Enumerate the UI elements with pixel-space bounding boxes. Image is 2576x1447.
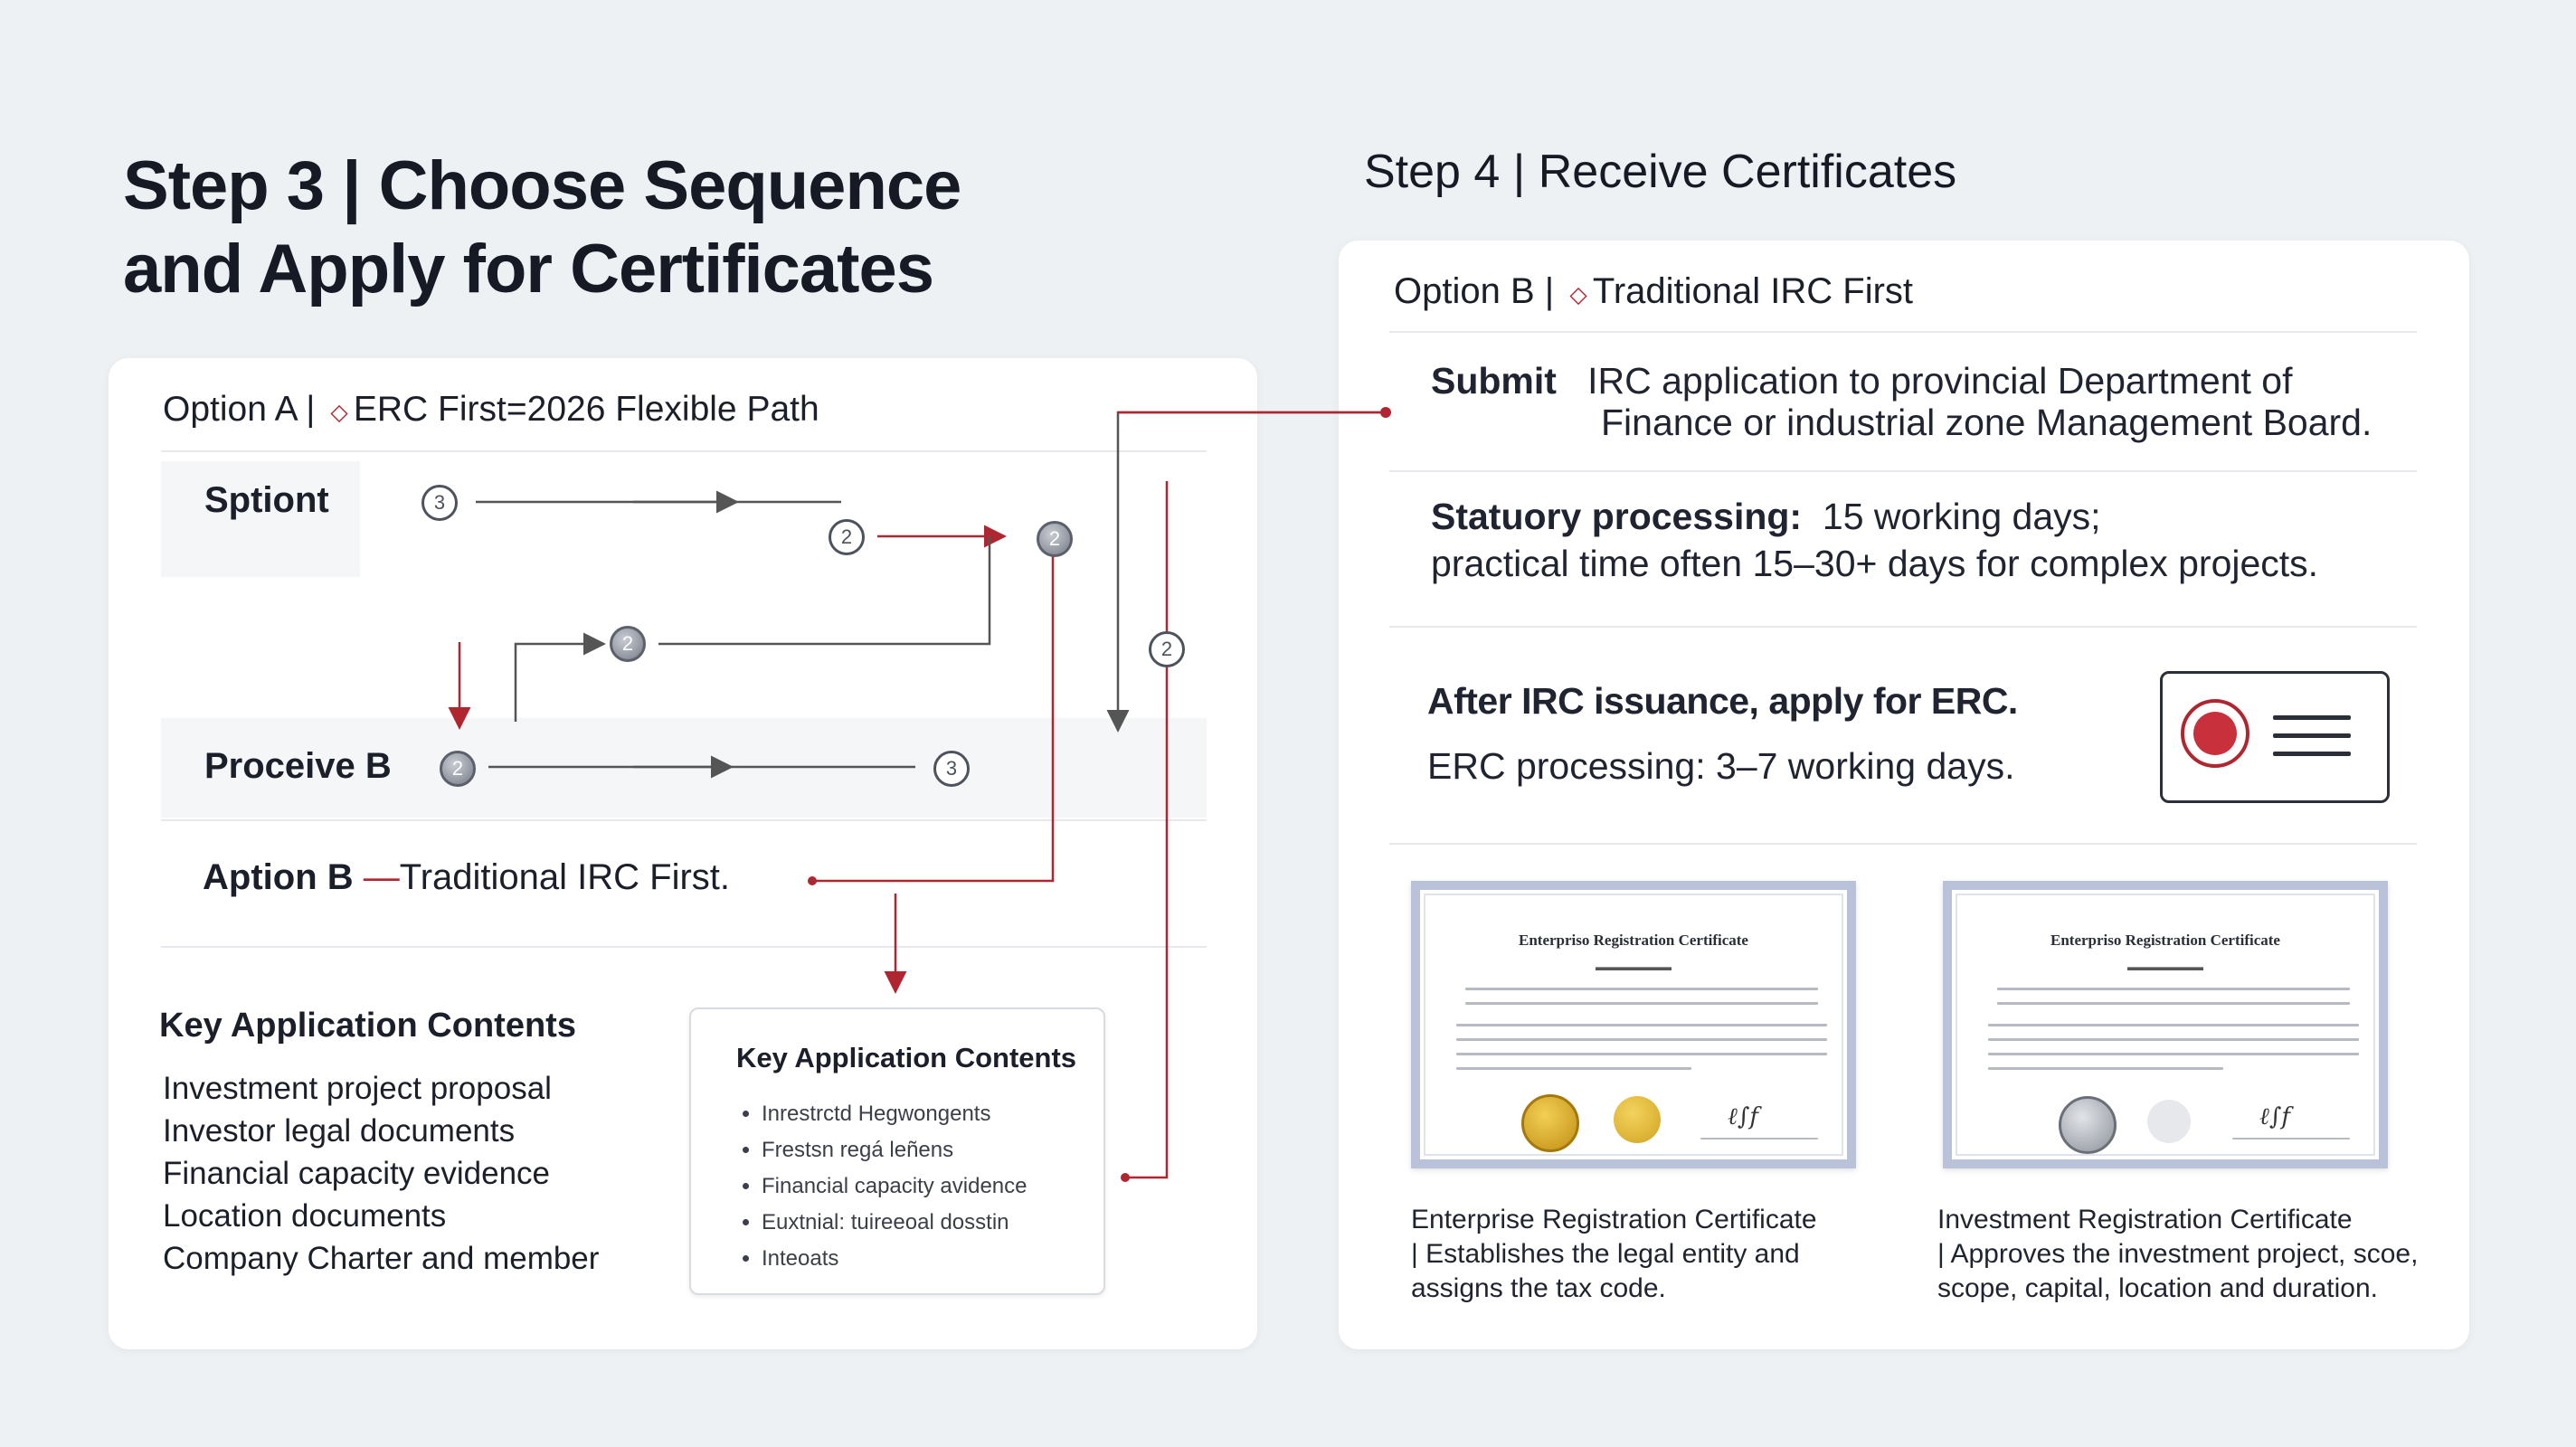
seal-icon xyxy=(2181,699,2249,768)
list-item: Investor legal documents xyxy=(163,1113,516,1149)
step-node: 2 xyxy=(1149,631,1185,667)
step-node: 2 xyxy=(610,626,646,662)
card-list: Inrestrctd Hegwongents Frestsn regá leñe… xyxy=(734,1096,1028,1277)
gold-seal-icon xyxy=(1521,1094,1579,1152)
list-item: Inrestrctd Hegwongents xyxy=(762,1096,1028,1132)
stamped-document-icon xyxy=(2160,671,2390,803)
step-node: 2 xyxy=(440,751,476,787)
option-a-heading: Option A | ⬦ERC First=2026 Flexible Path xyxy=(163,390,819,429)
key-contents-card: Key Application Contents Inrestrctd Hegw… xyxy=(689,1007,1105,1295)
key-contents-list: Investment project proposal Investor leg… xyxy=(163,1067,599,1280)
option-b-heading: Option B | ⬦Traditional IRC First xyxy=(1394,271,1914,311)
divider xyxy=(1389,470,2417,472)
seal-icon xyxy=(2147,1100,2191,1143)
step-node: 3 xyxy=(421,485,458,521)
flow-line-red xyxy=(812,554,1055,883)
signature-icon: ℓ∫f xyxy=(2259,1103,2290,1130)
list-item: Company Charter and member xyxy=(163,1241,600,1276)
list-item: Frestsn regá leñens xyxy=(762,1132,1028,1168)
flow-arrow xyxy=(514,632,606,722)
divider xyxy=(161,450,1207,452)
list-item: Financial capacity evidence xyxy=(163,1156,551,1191)
flow-dot xyxy=(1121,1173,1130,1182)
submit-text: Submit IRC application to provincial Dep… xyxy=(1431,360,2293,402)
flow-dot xyxy=(1380,407,1391,418)
flow-line xyxy=(658,536,991,646)
list-item: Investment project proposal xyxy=(163,1071,552,1106)
gold-seal-icon xyxy=(1614,1096,1661,1143)
flow-dot xyxy=(808,876,817,885)
erc-processing-text: ERC processing: 3–7 working days. xyxy=(1427,745,2015,787)
row1-box xyxy=(161,461,360,577)
enterprise-certificate-image: Enterpriso Registration Certificate ▬▬▬▬… xyxy=(1411,881,1856,1168)
list-item: Location documents xyxy=(163,1198,447,1234)
after-irc-text: After IRC issuance, apply for ERC. xyxy=(1427,680,2018,722)
divider xyxy=(1389,843,2417,845)
statutory-text: Statuory processing: 15 working days; xyxy=(1431,496,2101,537)
step3-title: Step 3 | Choose Sequence and Apply for C… xyxy=(123,147,961,307)
step4-title: Step 4 | Receive Certificates xyxy=(1364,146,1957,198)
row1-label: Sptiont xyxy=(204,480,329,520)
diamond-icon: ⬦ xyxy=(330,398,348,426)
list-item: Inteoats xyxy=(762,1241,1028,1277)
statutory-text-line2: practical time often 15–30+ days for com… xyxy=(1431,543,2319,584)
certificate-title: Enterpriso Registration Certificate xyxy=(1519,932,1748,949)
investment-certificate-image: Enterpriso Registration Certificate ▬▬▬▬… xyxy=(1943,881,2388,1168)
silver-seal-icon xyxy=(2059,1096,2117,1154)
signature-icon: ℓ∫f xyxy=(1728,1103,1758,1130)
option-b-line: Aption B —Traditional IRC First. xyxy=(203,857,731,897)
key-contents-title: Key Application Contents xyxy=(159,1007,576,1045)
list-item: Financial capacity avidence xyxy=(762,1168,1028,1205)
divider xyxy=(161,946,1207,948)
card-title: Key Application Contents xyxy=(736,1042,1077,1073)
diamond-icon: ⬦ xyxy=(1569,280,1587,308)
step-node: 3 xyxy=(933,751,970,787)
row2-label: Proceive B xyxy=(204,746,392,786)
certificate-caption: Investment Registration Certificate | Ap… xyxy=(1937,1205,2419,1303)
certificate-title: Enterpriso Registration Certificate xyxy=(2050,932,2280,949)
list-item: Euxtnial: tuireeoal dosstin xyxy=(762,1205,1028,1241)
divider xyxy=(1389,626,2417,628)
submit-text-line2: Finance or industrial zone Management Bo… xyxy=(1601,402,2372,443)
divider xyxy=(161,819,1207,821)
flow-arrow xyxy=(1106,411,1386,733)
flow-line-red xyxy=(1127,481,1169,1179)
divider xyxy=(1389,331,2417,333)
certificate-caption: Enterprise Registration Certificate | Es… xyxy=(1411,1205,1817,1303)
step-node: 2 xyxy=(1037,521,1073,557)
step-node: 2 xyxy=(829,519,865,555)
